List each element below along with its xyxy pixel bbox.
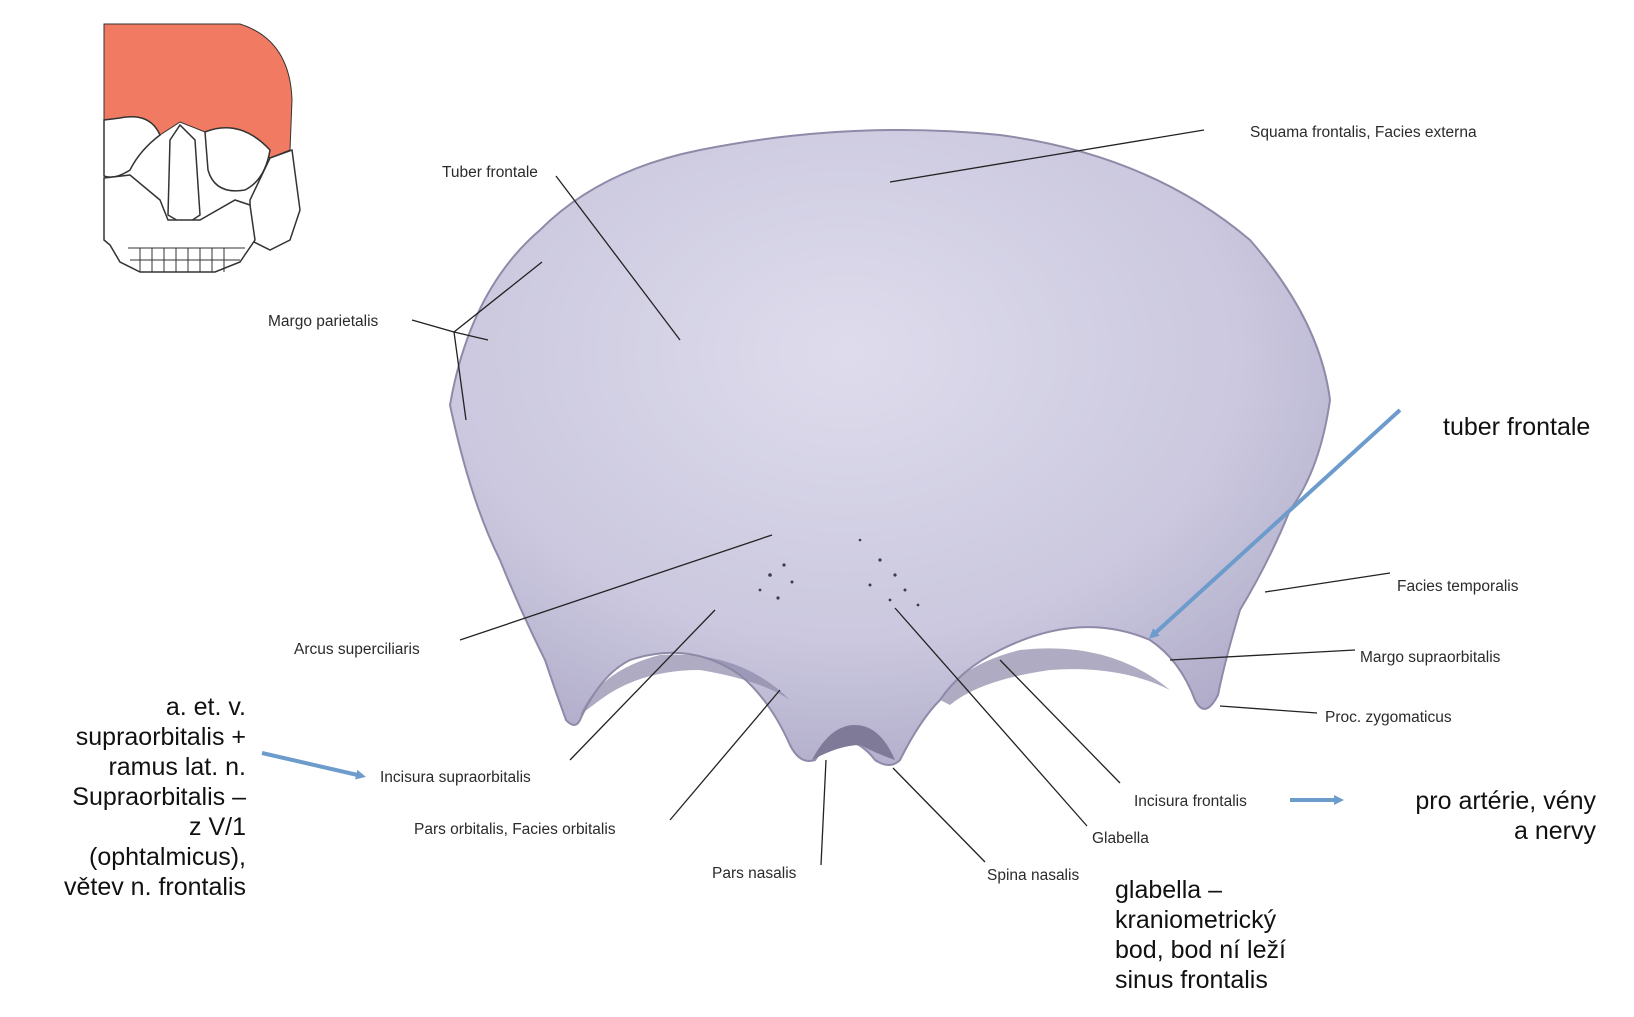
label-proc-zygomaticus: Proc. zygomaticus xyxy=(1325,709,1452,727)
note-line: (ophtalmicus), xyxy=(0,842,246,872)
note-line: glabella – xyxy=(1115,875,1286,905)
label-margo-supraorbitalis: Margo supraorbitalis xyxy=(1360,649,1500,667)
leader-spina-nasalis xyxy=(893,768,985,862)
label-tuber: Tuber frontale xyxy=(442,164,538,182)
note-glabella: glabella – kraniometrický bod, bod ní le… xyxy=(1115,875,1286,995)
note-arterie: pro artérie, vény a nervy xyxy=(1350,786,1596,846)
label-incisura-supraorbitalis: Incisura supraorbitalis xyxy=(380,769,531,787)
label-pars-orbitalis: Pars orbitalis, Facies orbitalis xyxy=(414,821,616,839)
note-line: sinus frontalis xyxy=(1115,965,1286,995)
label-glabella: Glabella xyxy=(1092,830,1149,848)
leader-incisura-frontalis xyxy=(1000,660,1120,783)
label-pars-nasalis: Pars nasalis xyxy=(712,865,796,883)
note-line: ramus lat. n. xyxy=(0,752,246,782)
label-incisura-frontalis: Incisura frontalis xyxy=(1134,793,1247,811)
note-tuber-frontale: tuber frontale xyxy=(1443,412,1590,442)
note-line: pro artérie, vény xyxy=(1350,786,1596,816)
note-line: bod, bod ní leží xyxy=(1115,935,1286,965)
note-line: kraniometrický xyxy=(1115,905,1286,935)
note-line: z V/1 xyxy=(0,812,246,842)
leader-pars-nasalis xyxy=(821,760,826,865)
skull-thumbnail xyxy=(104,24,300,272)
arrow-incisura-supraorbitalis xyxy=(262,753,362,776)
label-squama: Squama frontalis, Facies externa xyxy=(1250,124,1477,142)
note-line: Supraorbitalis – xyxy=(0,782,246,812)
note-line: a nervy xyxy=(1350,816,1596,846)
leader-proc-zygomaticus xyxy=(1220,706,1317,713)
frontal-bone xyxy=(450,130,1330,765)
label-spina-nasalis: Spina nasalis xyxy=(987,867,1079,885)
note-supraorbitalis: a. et. v. supraorbitalis + ramus lat. n.… xyxy=(0,692,246,902)
label-margo-parietalis: Margo parietalis xyxy=(268,313,378,331)
leader-pars-orbitalis xyxy=(670,690,780,820)
note-line: supraorbitalis + xyxy=(0,722,246,752)
note-line: větev n. frontalis xyxy=(0,872,246,902)
note-tuber-frontale-text: tuber frontale xyxy=(1443,412,1590,442)
label-arcus: Arcus superciliaris xyxy=(294,641,420,659)
note-line: a. et. v. xyxy=(0,692,246,722)
leader-facies-temporalis xyxy=(1265,573,1390,592)
label-facies-temporalis: Facies temporalis xyxy=(1397,578,1518,596)
